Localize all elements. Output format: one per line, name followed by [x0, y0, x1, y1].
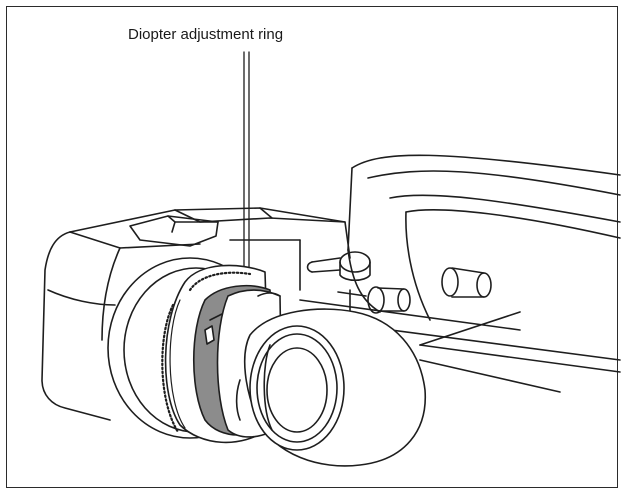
callout-leader-line [243, 51, 250, 279]
adjustment-knobs [306, 251, 492, 321]
handle-grip [347, 154, 621, 321]
viewfinder-housing [41, 207, 351, 421]
diopter-ring-callout-label: Diopter adjustment ring [128, 26, 284, 43]
eyecup [243, 308, 427, 467]
